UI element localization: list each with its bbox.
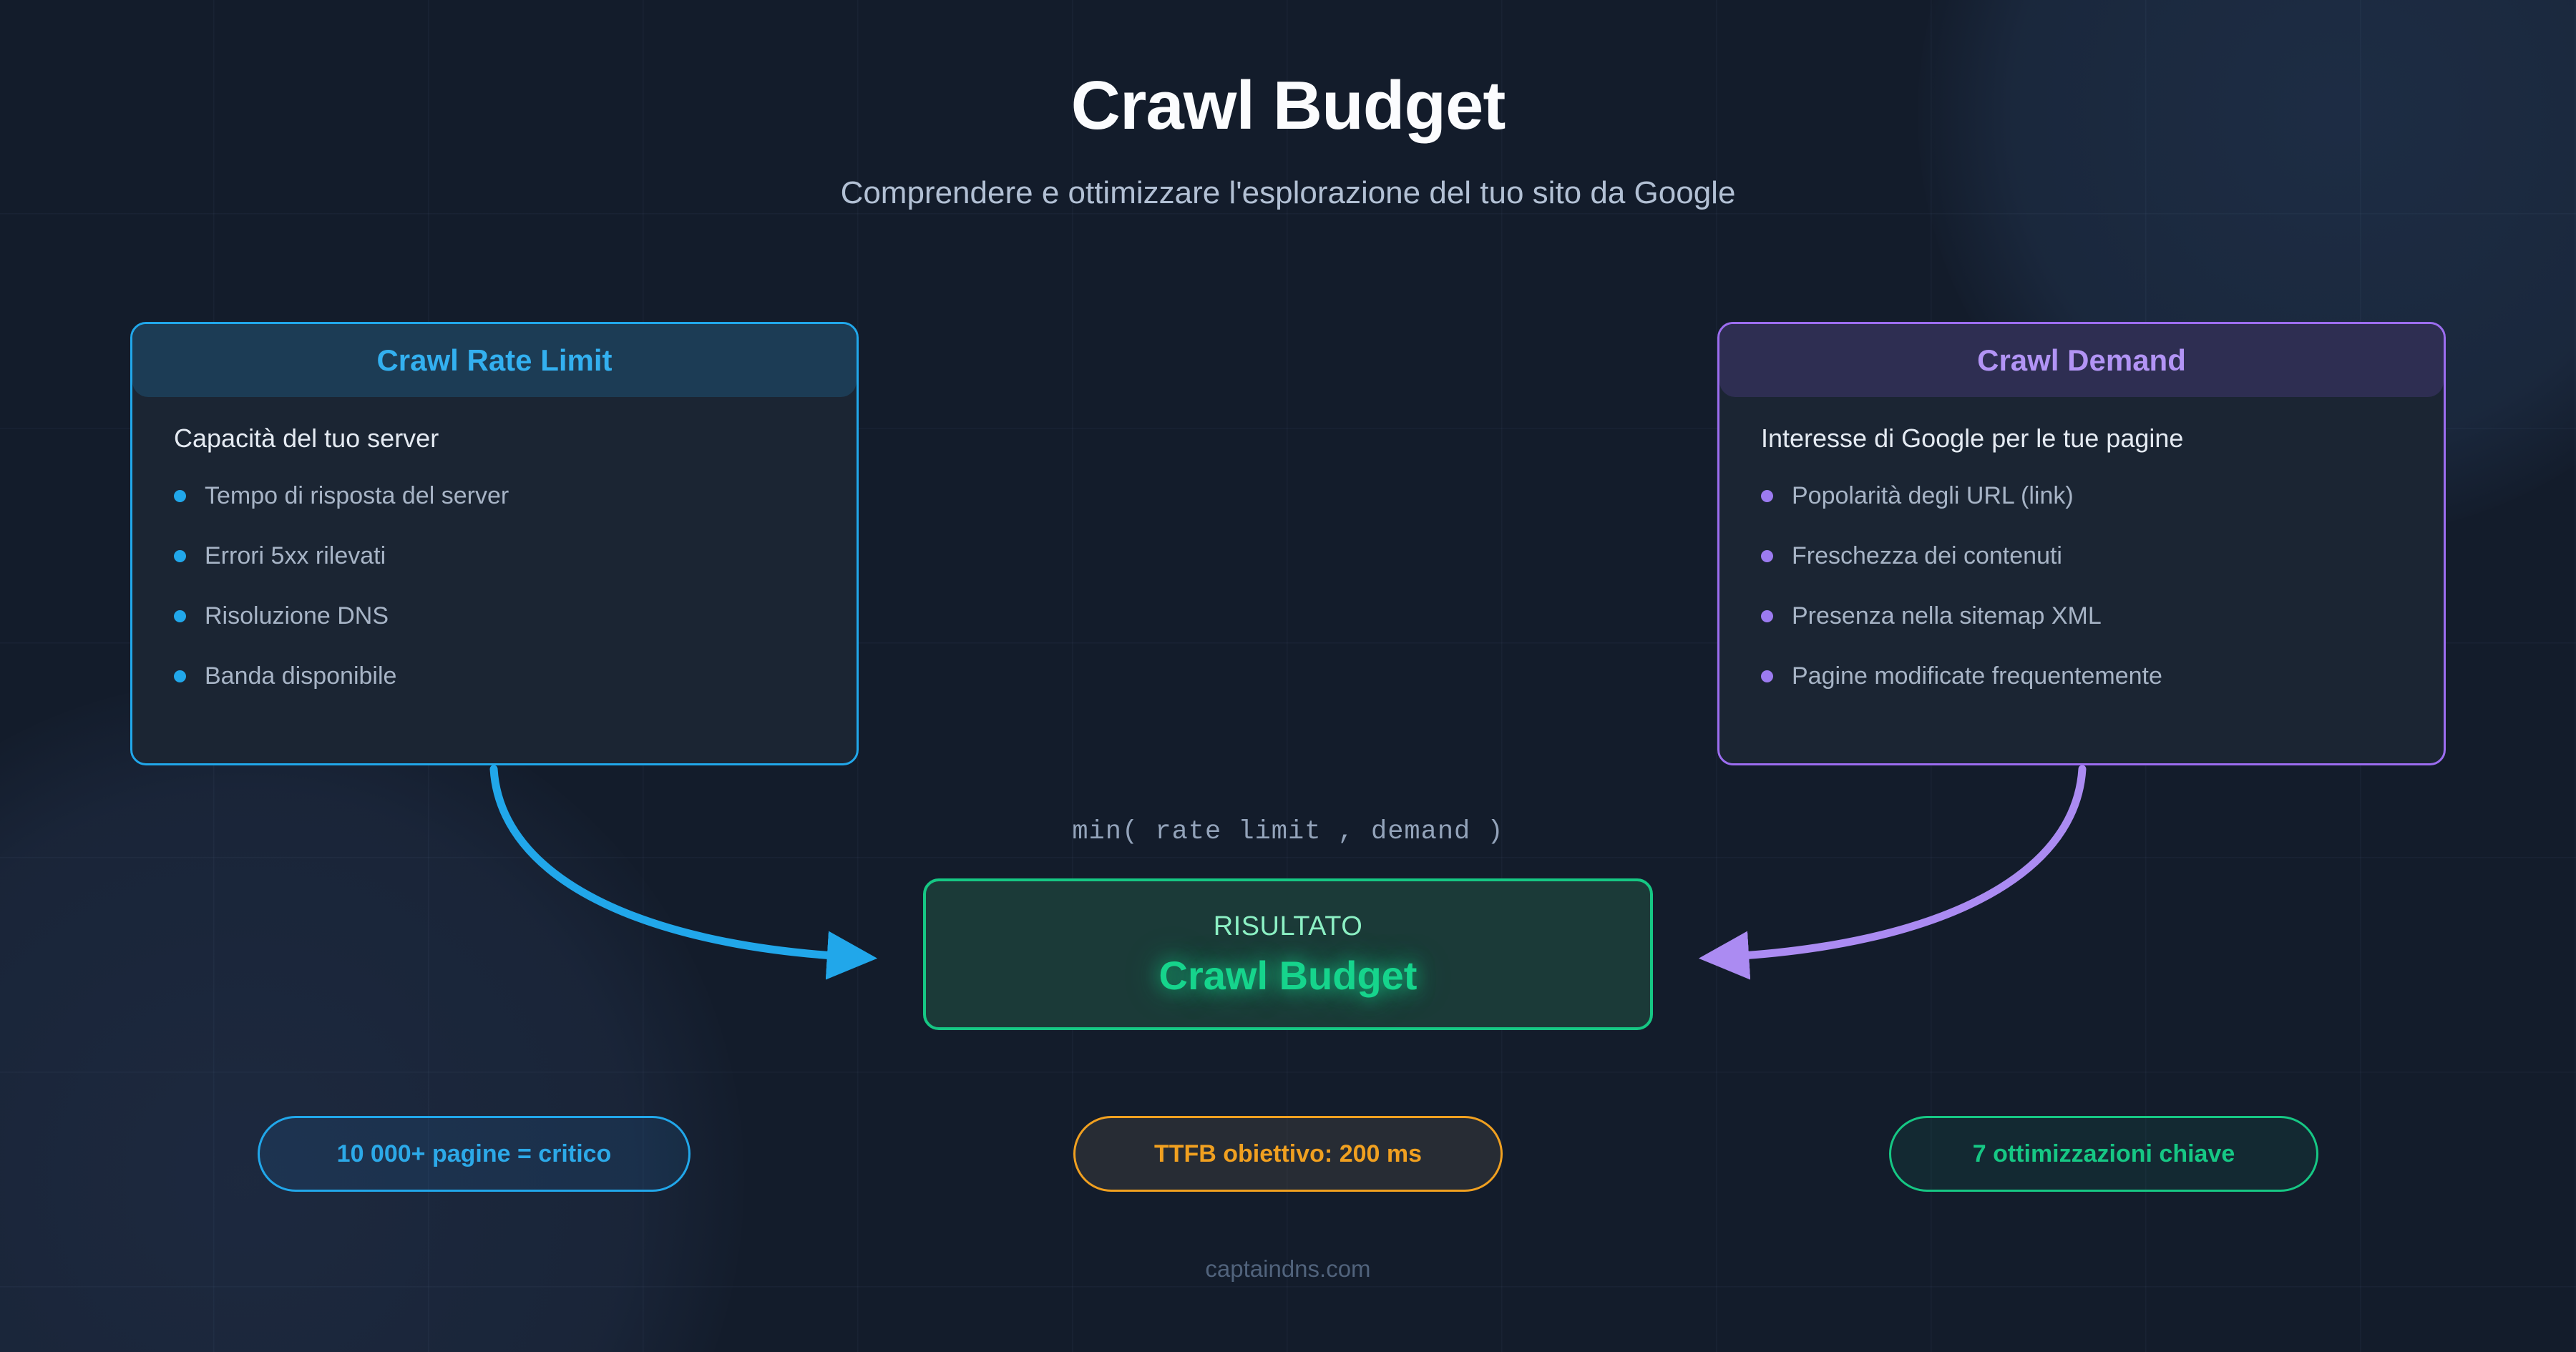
bullet-dot-icon [174, 549, 186, 562]
card-rate-body: Capacità del tuo server Tempo di rispost… [132, 397, 857, 688]
bullet-dot-icon [174, 609, 186, 622]
bullet-dot-icon [1761, 609, 1773, 622]
pill-ttfb-target[interactable]: TTFB obiettivo: 200 ms [1073, 1116, 1503, 1192]
pill-pages-threshold[interactable]: 10 000+ pagine = critico [258, 1116, 691, 1192]
card-crawl-demand[interactable]: Crawl Demand Interesse di Google per le … [1717, 322, 2446, 765]
page-title: Crawl Budget [1070, 67, 1506, 144]
list-item-label: Popolarità degli URL (link) [1792, 482, 2074, 509]
card-demand-list: Popolarità degli URL (link) Freschezza d… [1761, 484, 2402, 688]
header: Crawl Budget Comprendere e ottimizzare l… [0, 0, 2576, 209]
arrow-rate-to-result [489, 765, 878, 980]
formula-text: min( rate limit , demand ) [1072, 817, 1504, 847]
result-value: Crawl Budget [1158, 953, 1418, 998]
list-item-label: Risoluzione DNS [205, 602, 389, 630]
list-item-label: Banda disponibile [205, 662, 397, 690]
bullet-dot-icon [1761, 489, 1773, 502]
list-item: Risoluzione DNS [174, 604, 815, 628]
list-item-label: Pagine modificate frequentemente [1792, 662, 2162, 690]
card-rate-list: Tempo di risposta del server Errori 5xx … [174, 484, 815, 688]
background-glow-bottom-left [0, 680, 744, 1352]
list-item-label: Freschezza dei contenuti [1792, 542, 2062, 569]
list-item: Banda disponibile [174, 664, 815, 688]
watermark: captaindns.com [1205, 1255, 1371, 1282]
card-rate-subtitle: Capacità del tuo server [174, 423, 439, 453]
card-rate-header: Crawl Rate Limit [132, 324, 857, 397]
list-item: Popolarità degli URL (link) [1761, 484, 2402, 508]
list-item: Freschezza dei contenuti [1761, 544, 2402, 568]
bullet-dot-icon [1761, 670, 1773, 682]
result-box: RISULTATO Crawl Budget [923, 878, 1653, 1030]
card-demand-subtitle: Interesse di Google per le tue pagine [1761, 423, 2184, 453]
card-rate-title: Crawl Rate Limit [376, 343, 613, 377]
card-demand-header: Crawl Demand [1719, 324, 2444, 397]
list-item-label: Presenza nella sitemap XML [1792, 602, 2102, 630]
card-crawl-rate-limit[interactable]: Crawl Rate Limit Capacità del tuo server… [130, 322, 859, 765]
bullet-dot-icon [174, 670, 186, 682]
list-item: Errori 5xx rilevati [174, 544, 815, 568]
arrow-demand-to-result [1698, 765, 2087, 980]
bullet-dot-icon [174, 489, 186, 502]
result-label: RISULTATO [1213, 911, 1363, 941]
list-item: Tempo di risposta del server [174, 484, 815, 508]
card-demand-title: Crawl Demand [1977, 343, 2186, 377]
list-item-label: Errori 5xx rilevati [205, 542, 386, 569]
list-item: Pagine modificate frequentemente [1761, 664, 2402, 688]
pill-optimizations[interactable]: 7 ottimizzazioni chiave [1889, 1116, 2318, 1192]
page-subtitle: Comprendere e ottimizzare l'esplorazione… [840, 175, 1736, 210]
list-item: Presenza nella sitemap XML [1761, 604, 2402, 628]
bullet-dot-icon [1761, 549, 1773, 562]
list-item-label: Tempo di risposta del server [205, 482, 509, 509]
card-demand-body: Interesse di Google per le tue pagine Po… [1719, 397, 2444, 688]
